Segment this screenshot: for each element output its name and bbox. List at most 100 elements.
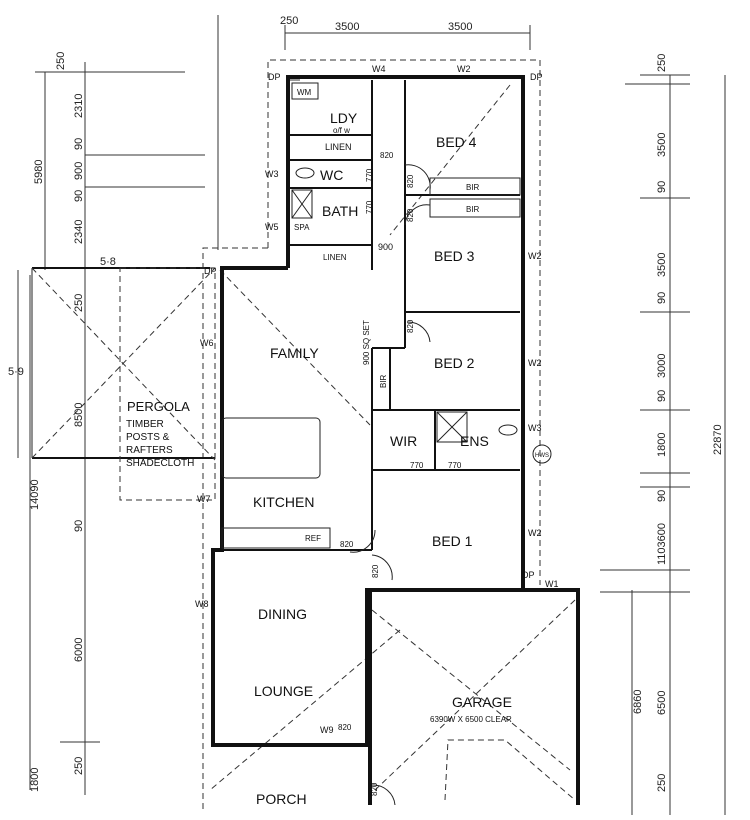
pergola-note: RAFTERS <box>126 445 173 456</box>
dimension-label: 90 <box>656 181 668 193</box>
room-label-garage: GARAGE <box>452 694 512 710</box>
pergola <box>31 267 216 501</box>
dimension-label: 14090 <box>29 479 41 510</box>
window-label-w3: W3 <box>265 169 279 179</box>
roof-outline <box>202 59 576 810</box>
window-label-w8: W8 <box>195 599 209 609</box>
dimension-label: 6500 <box>656 691 668 715</box>
room-label-wir: WIR <box>390 433 417 449</box>
dimension-label: 250 <box>73 757 85 775</box>
dimension-label: 250 <box>280 15 298 27</box>
door-size-label: 820 <box>380 151 394 160</box>
window-label-w7: W7 <box>197 494 211 504</box>
pergola-note: TIMBER <box>126 419 164 430</box>
door-size-label: 770 <box>365 168 374 182</box>
downpipe-label: DP <box>522 570 535 580</box>
dimension-label: 90 <box>73 138 85 150</box>
window-label-w6: W6 <box>200 338 214 348</box>
door-size-label: 820 <box>338 723 352 732</box>
hot-water-system-label: HWS <box>535 453 549 459</box>
corridor-width-label: 900 <box>378 242 393 252</box>
window-label-w5: W5 <box>265 222 279 232</box>
dimension-label: 5980 <box>33 160 45 184</box>
room-label-laundry: LDY <box>330 110 358 126</box>
dimension-label: 250 <box>656 54 668 72</box>
dimension-label: 900 <box>73 162 85 180</box>
room-label-bed2: BED 2 <box>434 355 475 371</box>
dimension-label: 90 <box>73 190 85 202</box>
window-label-w2: W2 <box>528 358 542 368</box>
window-label-w1: W1 <box>545 579 559 589</box>
dimension-label: 3000 <box>656 354 668 378</box>
dimension-label: 90 <box>656 292 668 304</box>
dimension-label: 1800 <box>29 768 41 792</box>
door-size-label: 820 <box>371 564 380 578</box>
garage-size-label: 6390W X 6500 CLEAR <box>430 715 512 724</box>
pergola-note: SHADECLOTH <box>126 458 194 469</box>
room-label-wc: WC <box>320 167 343 183</box>
dimension-label: 3500 <box>656 253 668 277</box>
bir-label: BIR <box>379 374 388 388</box>
door-size-label: 820 <box>406 208 415 222</box>
room-label-bath: BATH <box>322 203 358 219</box>
external-walls <box>211 75 580 805</box>
room-label-bed3: BED 3 <box>434 248 475 264</box>
dimension-label: 3500 <box>335 21 359 33</box>
internal-walls <box>221 80 552 806</box>
washing-machine-label: WM <box>297 88 312 97</box>
dimension-lines <box>17 15 726 815</box>
bir-label: BIR <box>466 205 480 214</box>
fridge-label: REF <box>305 534 321 543</box>
downpipe-label: DP <box>530 72 543 82</box>
pergola-depth-label: 5·9 <box>8 366 24 378</box>
door-size-label: 770 <box>410 461 424 470</box>
room-label-bed1: BED 1 <box>432 533 473 549</box>
dimension-label: 2310 <box>73 94 85 118</box>
dimension-label: 1103600 <box>656 523 668 565</box>
window-label-w2: W2 <box>457 64 471 74</box>
downpipe-label: DP <box>268 72 281 82</box>
dimension-label: 250 <box>73 294 85 312</box>
dimension-label: 250 <box>656 774 668 792</box>
dimension-label: 3500 <box>656 133 668 157</box>
door-size-label: 820 <box>406 319 415 333</box>
door-size-label: 820 <box>340 540 354 549</box>
door-size-label: 820 <box>406 174 415 188</box>
dimension-label: 22870 <box>712 424 724 455</box>
room-label-lounge: LOUNGE <box>254 683 313 699</box>
spa-label: SPA <box>294 223 310 232</box>
window-label-w3: W3 <box>528 423 542 433</box>
linen-label-lower: LINEN <box>323 253 347 262</box>
room-label-dining: DINING <box>258 606 307 622</box>
pergola-note: POSTS & <box>126 432 170 443</box>
dimension-label: 3500 <box>448 21 472 33</box>
window-label-w9: W9 <box>320 725 334 735</box>
room-label-bed4: BED 4 <box>436 134 477 150</box>
square-set-label: 900 SQ SET <box>362 320 371 365</box>
dimension-label: 6000 <box>73 638 85 662</box>
room-label-porch: PORCH <box>256 791 307 807</box>
dimension-label: 90 <box>656 490 668 502</box>
dimension-label: 90 <box>73 520 85 532</box>
room-label-ensuite: ENS <box>460 433 489 449</box>
pergola-title: PERGOLA <box>127 399 190 414</box>
pergola-width-label: 5·8 <box>100 256 116 268</box>
dimension-label: 2340 <box>73 220 85 244</box>
door-size-label: 770 <box>365 200 374 214</box>
dimension-label: 250 <box>55 52 67 70</box>
window-label-w2: W2 <box>528 251 542 261</box>
dimension-label: 8500 <box>73 403 85 427</box>
door-size-label: 820 <box>370 782 379 796</box>
room-label-family: FAMILY <box>270 345 319 361</box>
door-size-label: 770 <box>448 461 462 470</box>
downpipe-label: DP <box>204 266 217 276</box>
dimension-label: 90 <box>656 390 668 402</box>
window-label-w4: W4 <box>372 64 386 74</box>
linen-label: LINEN <box>325 142 352 152</box>
window-label-w2: W2 <box>528 528 542 538</box>
bir-label: BIR <box>466 183 480 192</box>
dimension-label: 1800 <box>656 433 668 457</box>
overflow-label: o/f w <box>333 126 350 135</box>
room-label-kitchen: KITCHEN <box>253 494 314 510</box>
